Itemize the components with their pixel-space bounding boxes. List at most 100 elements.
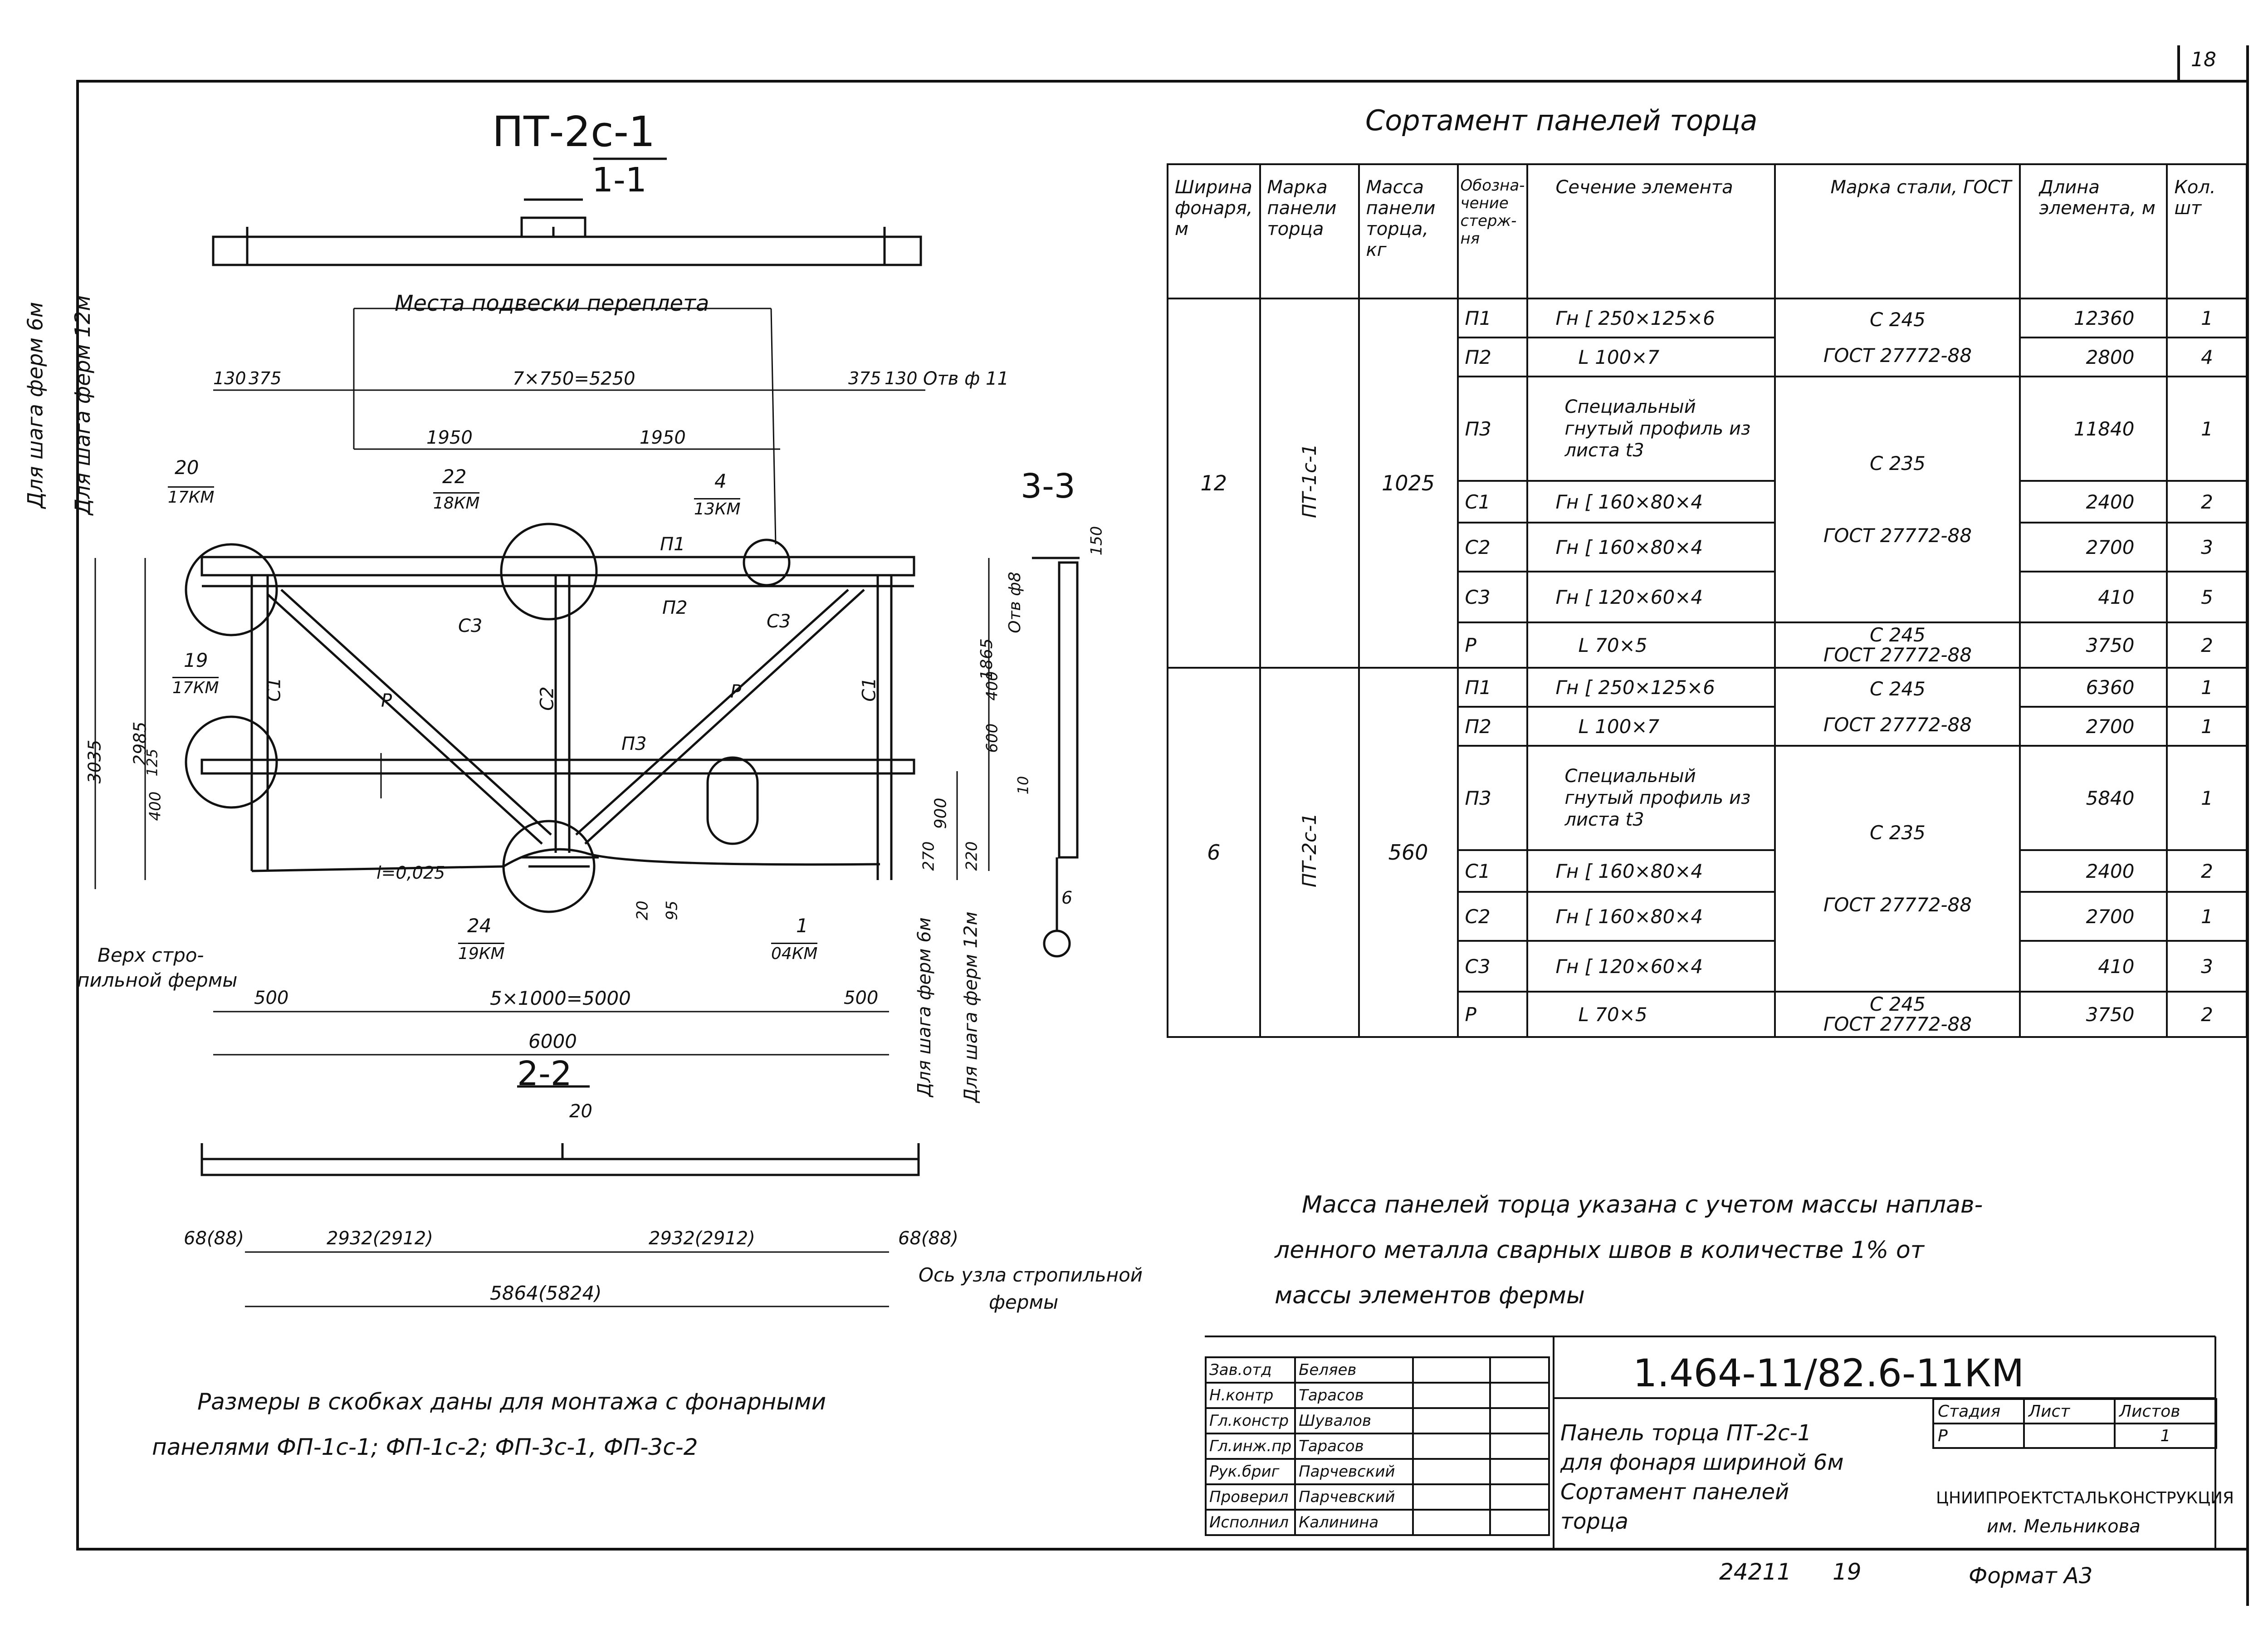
frame-top bbox=[76, 80, 2249, 83]
s22-dim-2932-left: 2932(2912) bbox=[327, 1228, 433, 1249]
cell-length: 2700 bbox=[2019, 522, 2168, 572]
stage-value-row: Р 1 bbox=[1932, 1423, 2217, 1449]
hanging-places-label: Места подвески переплета bbox=[395, 291, 709, 316]
callout-1: 1 bbox=[796, 915, 808, 937]
dim-400-left: 400 bbox=[146, 791, 165, 821]
steel-gost: ГОСТ 27772-88 bbox=[1823, 644, 1972, 666]
callout-19: 19 bbox=[184, 649, 208, 671]
sig-name: Калинина bbox=[1294, 1509, 1414, 1536]
cell-qty: 4 bbox=[2166, 337, 2248, 377]
steel-grade: С 245 bbox=[1870, 993, 1926, 1015]
table-row: П3 Специальный гнутый профиль из листа t… bbox=[1168, 745, 2248, 993]
stage-header-row: Стадия Лист Листов bbox=[1932, 1398, 2217, 1424]
cell-qty: 1 bbox=[2166, 891, 2248, 942]
steel-grade: С 245 bbox=[1870, 623, 1926, 646]
table-row: С2 Гн [ 160×80×4 2700 3 bbox=[1168, 522, 2248, 572]
cell-length: 410 bbox=[2019, 571, 2168, 623]
cell-length: 410 bbox=[2019, 940, 2168, 993]
cell-section: L 70×5 bbox=[1526, 621, 1776, 669]
s33-dim-10: 10 bbox=[1014, 776, 1032, 795]
callout-4-sheet: 13КМ bbox=[694, 498, 741, 518]
dim-500-left: 500 bbox=[254, 988, 289, 1008]
stamp-desc-line2: для фонаря шириной 6м bbox=[1560, 1450, 1844, 1475]
cell-designation: Р bbox=[1457, 991, 1529, 1038]
callout-24-sheet: 19КМ bbox=[458, 943, 505, 962]
sig-date bbox=[1489, 1433, 1550, 1460]
dim-6000: 6000 bbox=[528, 1030, 577, 1052]
section-2-2-drawing bbox=[200, 1143, 920, 1176]
sheets-label: Листов bbox=[2114, 1398, 2217, 1424]
stage-label: Стадия bbox=[1932, 1398, 2025, 1424]
cell-length: 6360 bbox=[2019, 667, 2168, 708]
element-c1-right: С1 bbox=[859, 677, 880, 702]
table-header-row: Ширина фонаря, м Марка панели торца Масс… bbox=[1167, 163, 2248, 299]
callout-22-sheet: 18КМ bbox=[433, 492, 480, 512]
sheet-no-box bbox=[2177, 45, 2180, 82]
sig-date bbox=[1489, 1483, 1550, 1511]
dim-5x1000: 5×1000=5000 bbox=[490, 987, 631, 1009]
cell-section: L 100×7 bbox=[1526, 337, 1776, 377]
th-width: Ширина фонаря, м bbox=[1167, 163, 1261, 299]
table-row: П2 L 100×7 2700 1 bbox=[1168, 706, 2248, 747]
section-2-2-label: 2-2 bbox=[517, 1054, 572, 1093]
format-label: Формат А3 bbox=[1969, 1563, 2093, 1589]
cell-section: L 70×5 bbox=[1526, 991, 1776, 1038]
dim-400-right: 400 bbox=[983, 671, 1002, 701]
sig-role: Рук.бриг bbox=[1204, 1458, 1296, 1485]
cell-qty: 2 bbox=[2166, 991, 2248, 1038]
steel-grade: С 245 bbox=[1870, 678, 1926, 700]
sig-date bbox=[1489, 1356, 1550, 1384]
cell-section: Гн [ 160×80×4 bbox=[1526, 891, 1776, 942]
cell-section: Гн [ 160×80×4 bbox=[1526, 522, 1776, 572]
cell-length: 12360 bbox=[2019, 298, 2168, 338]
steel-gost: ГОСТ 27772-88 bbox=[1823, 524, 1972, 547]
sig-date bbox=[1489, 1509, 1550, 1536]
dim-125: 125 bbox=[143, 749, 161, 777]
sig-signature bbox=[1412, 1407, 1491, 1434]
sig-role: Н.контр bbox=[1204, 1382, 1296, 1409]
sig-name: Тарасов bbox=[1294, 1382, 1414, 1409]
element-c2: С2 bbox=[537, 686, 558, 711]
cell-width: 12 bbox=[1167, 298, 1261, 669]
s33-dim-150: 150 bbox=[1087, 526, 1106, 556]
cell-qty: 5 bbox=[2166, 571, 2248, 623]
cell-designation: П1 bbox=[1457, 298, 1529, 338]
cell-designation: С1 bbox=[1457, 480, 1529, 523]
stamp-desc-line1: Панель торца ПТ-2с-1 bbox=[1560, 1420, 1812, 1446]
th-mark: Марка панели торца bbox=[1259, 163, 1360, 299]
footer-number: 24211 bbox=[1719, 1559, 1792, 1585]
bracket-note-line2: панелями ФП-1с-1; ФП-1с-2; ФП-3с-1, ФП-3… bbox=[152, 1434, 698, 1460]
cell-designation: С2 bbox=[1457, 522, 1529, 572]
cell-length: 2700 bbox=[2019, 891, 2168, 942]
organization-name-2: им. Мельникова bbox=[1987, 1516, 2141, 1537]
dim-7x750: 7×750=5250 bbox=[513, 368, 635, 389]
cell-section: Специальный гнутый профиль из листа t3 bbox=[1526, 745, 1776, 851]
callout-4: 4 bbox=[714, 470, 727, 492]
sig-name: Парчевский bbox=[1294, 1483, 1414, 1511]
cell-designation: П3 bbox=[1457, 745, 1529, 851]
element-p2: П2 bbox=[662, 597, 688, 618]
cell-qty: 1 bbox=[2166, 706, 2248, 747]
th-steel: Марка стали, ГОСТ bbox=[1774, 163, 2021, 299]
th-section: Сечение элемента bbox=[1526, 163, 1776, 299]
cell-length: 2400 bbox=[2019, 849, 2168, 893]
sheet-label: Лист bbox=[2023, 1398, 2116, 1424]
element-p1: П1 bbox=[660, 534, 685, 555]
cell-qty: 3 bbox=[2166, 522, 2248, 572]
cell-length: 3750 bbox=[2019, 991, 2168, 1038]
callout-1-sheet: 04КМ bbox=[771, 943, 818, 962]
cell-qty: 2 bbox=[2166, 849, 2248, 893]
sig-name: Парчевский bbox=[1294, 1458, 1414, 1485]
cell-section: Гн [ 120×60×4 bbox=[1526, 571, 1776, 623]
dim-3035: 3035 bbox=[84, 739, 105, 784]
th-mass: Масса панели торца, кг bbox=[1358, 163, 1459, 299]
spacing-6m-label-left: Для шага ферм 6м bbox=[23, 302, 48, 509]
spacing-12m-label-left: Для шага ферм 12м bbox=[70, 295, 95, 515]
cell-designation: С2 bbox=[1457, 891, 1529, 942]
s22-dim-68-right: 68(88) bbox=[898, 1228, 959, 1249]
